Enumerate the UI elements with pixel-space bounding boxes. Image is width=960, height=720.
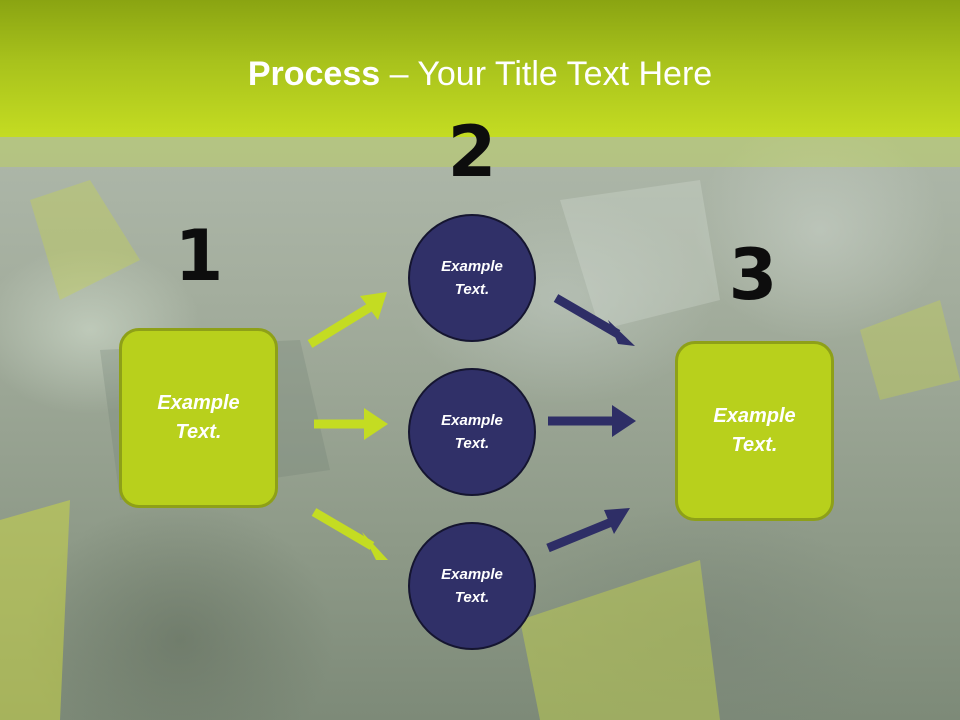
arrow-green-up [307, 292, 387, 348]
header-band [0, 0, 960, 137]
arrow-navy-down [553, 294, 635, 346]
step-2-circle-top: Example Text. [408, 214, 536, 342]
step-number-3: 3 [728, 234, 778, 316]
circle-bottom-text: Example Text. [441, 566, 503, 606]
step-number-1: 1 [174, 215, 224, 297]
step-1-box: Example Text. [119, 328, 278, 508]
arrow-navy-right [548, 405, 636, 437]
slide-title: Process – Your Title Text Here [0, 52, 960, 96]
step-2-circle-middle: Example Text. [408, 368, 536, 496]
step-2-circle-bottom: Example Text. [408, 522, 536, 650]
step-3-box-text: Example Text. [713, 405, 796, 456]
circle-middle-text: Example Text. [441, 412, 503, 452]
title-bold: Process [247, 55, 381, 93]
arrow-navy-up [546, 508, 630, 553]
header-fade [0, 137, 960, 167]
step-number-2: 2 [447, 111, 497, 193]
step-1-box-text: Example Text. [157, 392, 240, 443]
title-rest: – Your Title Text Here [380, 55, 713, 93]
circle-top-text: Example Text. [441, 258, 503, 298]
arrow-green-down [311, 508, 388, 560]
step-3-box: Example Text. [675, 341, 834, 521]
arrow-green-right [314, 408, 388, 440]
